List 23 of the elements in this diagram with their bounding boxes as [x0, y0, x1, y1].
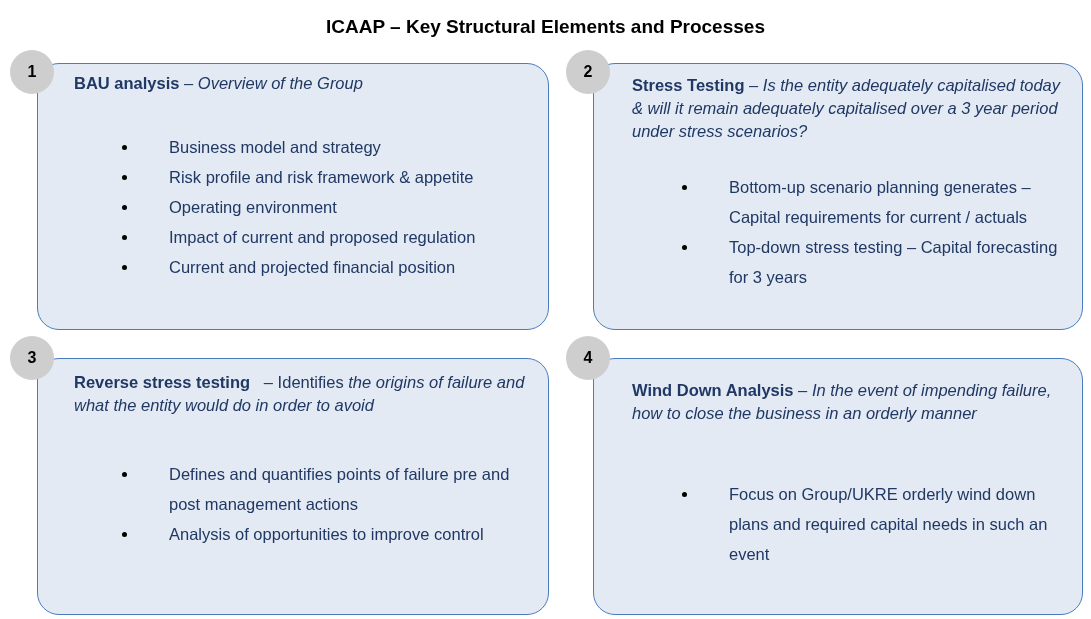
card-heading: Stress Testing – Is the entity adequately capitalised today & will it remain adequately capitalised over a 3 year period under stress scenarios?	[632, 75, 1062, 142]
content-card	[37, 63, 549, 330]
number-circle: 1	[10, 50, 54, 94]
title: ICAAP – Key Structural Elements and Processes	[325, 16, 766, 38]
card-heading: Wind Down Analysis – In the event of impending failure, how to close the business in an orderly manner	[632, 380, 1052, 424]
bullet-text: Risk profile and risk framework & appetite	[169, 167, 475, 188]
bullet-text: Top-down stress testing – Capital forecasting for 3 years	[729, 237, 1059, 288]
card-heading: Reverse stress testing – Identifies the origins of failure and what the entity would do in order to avoid	[74, 372, 526, 416]
bullet-text: Bottom-up scenario planning generates – Capital requirements for current / actuals	[729, 177, 1032, 228]
content-card	[37, 358, 549, 615]
content-card	[593, 358, 1083, 615]
number-circle: 4	[566, 336, 610, 380]
bullet-text: Analysis of opportunities to improve control	[169, 524, 485, 545]
number-circle: 3	[10, 336, 54, 380]
card-heading: BAU analysis – Overview of the Group	[74, 73, 364, 94]
bullet-text: Focus on Group/UKRE orderly wind down plans and required capital needs in such an event	[729, 484, 1049, 565]
bullet-text: Current and projected financial position	[169, 257, 457, 278]
bullet-text: Impact of current and proposed regulation	[169, 227, 477, 248]
bullet-text: Defines and quantifies points of failure pre and post management actions	[169, 464, 511, 515]
number-circle: 2	[566, 50, 610, 94]
content-card	[593, 63, 1083, 330]
bullet-text: Business model and strategy	[169, 137, 382, 158]
bullet-text: Operating environment	[169, 197, 338, 218]
